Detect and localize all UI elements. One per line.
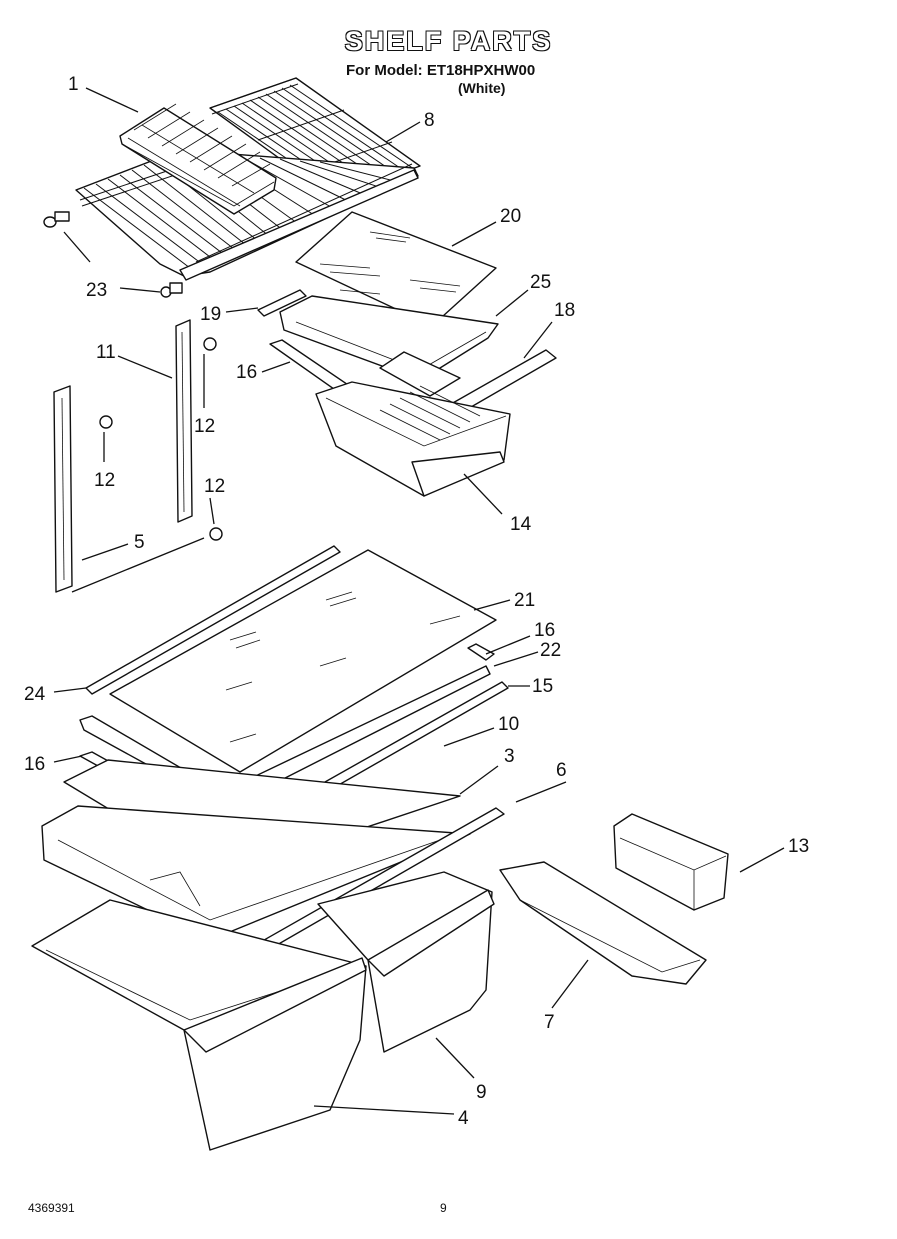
callout-12-upper: 12 bbox=[194, 416, 215, 437]
callout-1: 1 bbox=[68, 74, 79, 95]
shelf-support-short bbox=[175, 319, 193, 523]
shelf-support-peg-lower bbox=[160, 282, 183, 298]
glass-shelf-large bbox=[109, 549, 497, 773]
callout-8: 8 bbox=[424, 110, 435, 131]
glass-panel-upper bbox=[295, 211, 497, 327]
callout-23: 23 bbox=[86, 280, 107, 301]
callout-16-lower: 16 bbox=[24, 754, 45, 775]
callout-25: 25 bbox=[530, 272, 551, 293]
callout-6: 6 bbox=[556, 760, 567, 781]
callout-21: 21 bbox=[514, 590, 535, 611]
document-number: 4369391 bbox=[28, 1201, 75, 1215]
shelf-trim-small bbox=[257, 289, 307, 317]
callout-22: 22 bbox=[540, 640, 561, 661]
shelf-support-peg-upper bbox=[43, 211, 70, 228]
page-title: SHELF PARTS bbox=[344, 26, 553, 56]
shelf-trim-front bbox=[85, 545, 341, 695]
callout-labels: 1 8 20 23 25 19 18 11 16 12 12 12 14 5 2… bbox=[24, 74, 809, 1129]
screw-upper bbox=[203, 337, 217, 351]
callout-10: 10 bbox=[498, 714, 519, 735]
callout-24: 24 bbox=[24, 684, 46, 705]
ice-cube-tray bbox=[119, 103, 277, 215]
screw-middle bbox=[99, 415, 113, 429]
crisper-drawer-left bbox=[31, 899, 367, 1151]
screw-lower bbox=[209, 527, 223, 541]
deli-drawer bbox=[315, 381, 511, 497]
callout-15: 15 bbox=[532, 676, 553, 697]
callout-7: 7 bbox=[544, 1012, 555, 1033]
crisper-drawer-right bbox=[317, 871, 495, 1053]
callout-4: 4 bbox=[458, 1108, 469, 1129]
color-line: (White) bbox=[458, 80, 506, 96]
model-line: For Model: ET18HPXHW00 bbox=[346, 62, 536, 79]
wire-shelf-lower bbox=[75, 149, 419, 281]
callout-12-lower: 12 bbox=[204, 476, 225, 497]
callout-11: 11 bbox=[96, 342, 116, 363]
callout-12-middle: 12 bbox=[94, 470, 115, 491]
callout-16-upper: 16 bbox=[236, 362, 257, 383]
callout-18: 18 bbox=[554, 300, 575, 321]
leader-lines bbox=[53, 87, 785, 1115]
callout-3: 3 bbox=[504, 746, 515, 767]
crisper-frame-upper bbox=[279, 295, 499, 397]
callout-19: 19 bbox=[200, 304, 221, 325]
callout-14: 14 bbox=[510, 514, 532, 535]
slide-rail-right bbox=[467, 643, 495, 661]
callout-16-right: 16 bbox=[534, 620, 555, 641]
callout-9: 9 bbox=[476, 1082, 487, 1103]
crisper-cover-bracket bbox=[499, 861, 707, 985]
page-number: 9 bbox=[440, 1201, 447, 1215]
callout-20: 20 bbox=[500, 206, 521, 227]
utility-bin bbox=[613, 813, 729, 911]
shelf-support-long bbox=[53, 385, 73, 593]
callout-5: 5 bbox=[134, 532, 145, 553]
callout-13: 13 bbox=[788, 836, 809, 857]
